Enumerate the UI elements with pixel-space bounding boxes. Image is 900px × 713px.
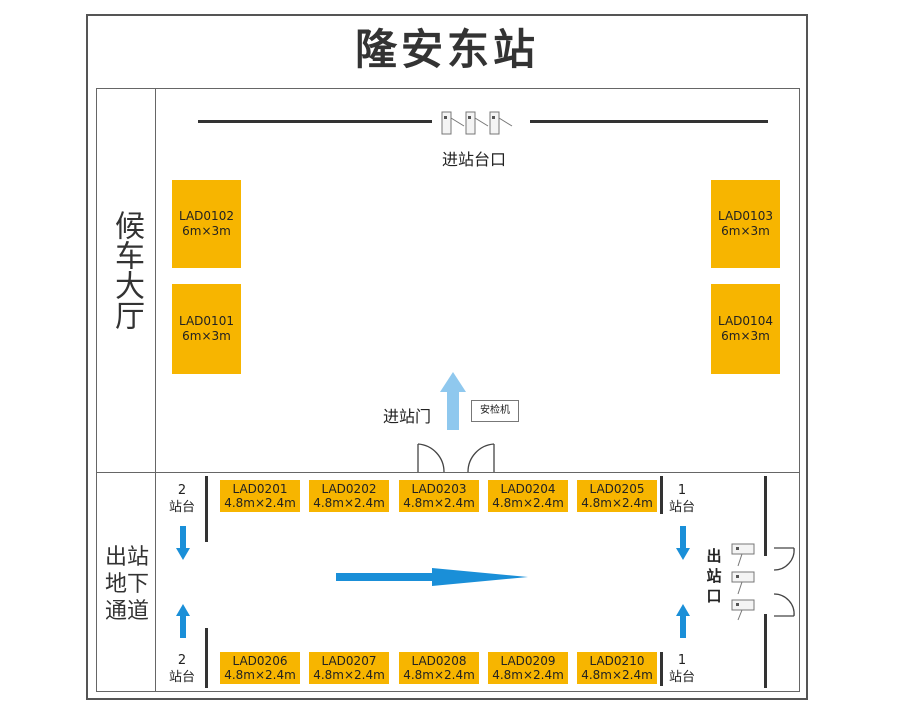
security-machine: 安检机 xyxy=(471,400,519,422)
arrow-up-icon xyxy=(676,604,690,638)
ad-space-lad0203[interactable]: LAD0203 4.8m×2.4m xyxy=(399,480,479,512)
arrow-down-icon xyxy=(676,526,690,560)
exit-tunnel-label: 出站地下通道 xyxy=(102,544,152,625)
exit-label: 出站口 xyxy=(704,546,724,606)
ad-code: LAD0104 xyxy=(718,314,773,328)
ad-space-lad0202[interactable]: LAD0202 4.8m×2.4m xyxy=(309,480,389,512)
ad-size: 6m×3m xyxy=(182,329,231,343)
platform-number: 1 xyxy=(677,483,687,498)
waiting-hall-label-text: 候车大厅 xyxy=(109,210,144,330)
ad-size: 4.8m×2.4m xyxy=(313,668,385,682)
ad-size: 4.8m×2.4m xyxy=(581,496,653,510)
exit-direction-arrow-icon xyxy=(336,568,528,586)
ad-size: 6m×3m xyxy=(182,224,231,238)
ad-size: 6m×3m xyxy=(721,224,770,238)
platform2-wall-top xyxy=(205,476,208,542)
entry-gate-label: 进站门 xyxy=(383,407,432,426)
ad-space-lad0205[interactable]: LAD0205 4.8m×2.4m xyxy=(577,480,657,512)
ad-size: 4.8m×2.4m xyxy=(581,668,653,682)
ad-code: LAD0203 xyxy=(411,482,467,496)
platform-number: 2 xyxy=(177,653,187,668)
exit-wall-top xyxy=(764,476,767,556)
platform1-label-bottom: 1 站台 xyxy=(666,652,698,686)
ad-size: 4.8m×2.4m xyxy=(492,668,564,682)
platform-barrier-left xyxy=(198,120,432,123)
ad-space-lad0102[interactable]: LAD0102 6m×3m xyxy=(172,180,241,268)
ticket-gates-icon xyxy=(441,111,513,135)
arrow-up-icon xyxy=(176,604,190,638)
platform-number: 1 xyxy=(677,653,687,668)
exit-label-text: 出站口 xyxy=(706,547,722,605)
arrow-down-icon xyxy=(176,526,190,560)
exit-tunnel-label-text: 出站地下通道 xyxy=(104,545,149,624)
platform1-wall-bottom xyxy=(660,652,663,686)
platform2-label-bottom: 2 站台 xyxy=(166,652,198,686)
ad-size: 4.8m×2.4m xyxy=(403,496,475,510)
ad-size: 4.8m×2.4m xyxy=(403,668,475,682)
exit-tunnel-label-column xyxy=(96,472,156,692)
ad-code: LAD0208 xyxy=(411,654,467,668)
ad-code: LAD0201 xyxy=(232,482,288,496)
ad-space-lad0201[interactable]: LAD0201 4.8m×2.4m xyxy=(220,480,300,512)
ad-size: 6m×3m xyxy=(721,329,770,343)
ad-code: LAD0101 xyxy=(179,314,234,328)
entrance-platform-label: 进站台口 xyxy=(442,150,507,169)
platform-word: 站台 xyxy=(668,500,695,515)
exit-doors-icon xyxy=(773,547,795,617)
security-machine-label: 安检机 xyxy=(480,405,510,416)
platform-word: 站台 xyxy=(168,670,195,685)
ad-space-lad0207[interactable]: LAD0207 4.8m×2.4m xyxy=(309,652,389,684)
ad-space-lad0204[interactable]: LAD0204 4.8m×2.4m xyxy=(488,480,568,512)
ad-code: LAD0204 xyxy=(500,482,556,496)
ad-space-lad0103[interactable]: LAD0103 6m×3m xyxy=(711,180,780,268)
waiting-hall-label-column xyxy=(96,88,156,473)
ad-space-lad0206[interactable]: LAD0206 4.8m×2.4m xyxy=(220,652,300,684)
entry-direction-arrow-icon xyxy=(440,372,466,430)
waiting-hall-label: 候车大厅 xyxy=(108,210,144,330)
ad-code: LAD0102 xyxy=(179,209,234,223)
ad-size: 4.8m×2.4m xyxy=(224,496,296,510)
platform1-wall-top xyxy=(660,476,663,514)
platform-barrier-right xyxy=(530,120,768,123)
platform1-label-top: 1 站台 xyxy=(666,482,698,516)
ad-code: LAD0207 xyxy=(321,654,377,668)
exit-wall-bottom xyxy=(764,614,767,688)
ad-size: 4.8m×2.4m xyxy=(313,496,385,510)
ad-code: LAD0103 xyxy=(718,209,773,223)
station-frame xyxy=(86,14,808,700)
ad-size: 4.8m×2.4m xyxy=(492,496,564,510)
ad-code: LAD0210 xyxy=(589,654,645,668)
platform-word: 站台 xyxy=(168,500,195,515)
ad-space-lad0208[interactable]: LAD0208 4.8m×2.4m xyxy=(399,652,479,684)
platform-number: 2 xyxy=(177,483,187,498)
station-title: 隆安东站 xyxy=(354,25,539,74)
ad-space-lad0101[interactable]: LAD0101 6m×3m xyxy=(172,284,241,374)
entry-doors-icon xyxy=(417,443,495,473)
exit-tunnel xyxy=(96,472,800,692)
platform-word: 站台 xyxy=(668,670,695,685)
ad-code: LAD0209 xyxy=(500,654,556,668)
ad-space-lad0210[interactable]: LAD0210 4.8m×2.4m xyxy=(577,652,657,684)
ad-code: LAD0206 xyxy=(232,654,288,668)
platform2-wall-bottom xyxy=(205,628,208,688)
ad-space-lad0209[interactable]: LAD0209 4.8m×2.4m xyxy=(488,652,568,684)
exit-gates-icon xyxy=(731,543,755,621)
ad-space-lad0104[interactable]: LAD0104 6m×3m xyxy=(711,284,780,374)
platform2-label-top: 2 站台 xyxy=(166,482,198,516)
ad-code: LAD0205 xyxy=(589,482,645,496)
ad-size: 4.8m×2.4m xyxy=(224,668,296,682)
ad-code: LAD0202 xyxy=(321,482,377,496)
